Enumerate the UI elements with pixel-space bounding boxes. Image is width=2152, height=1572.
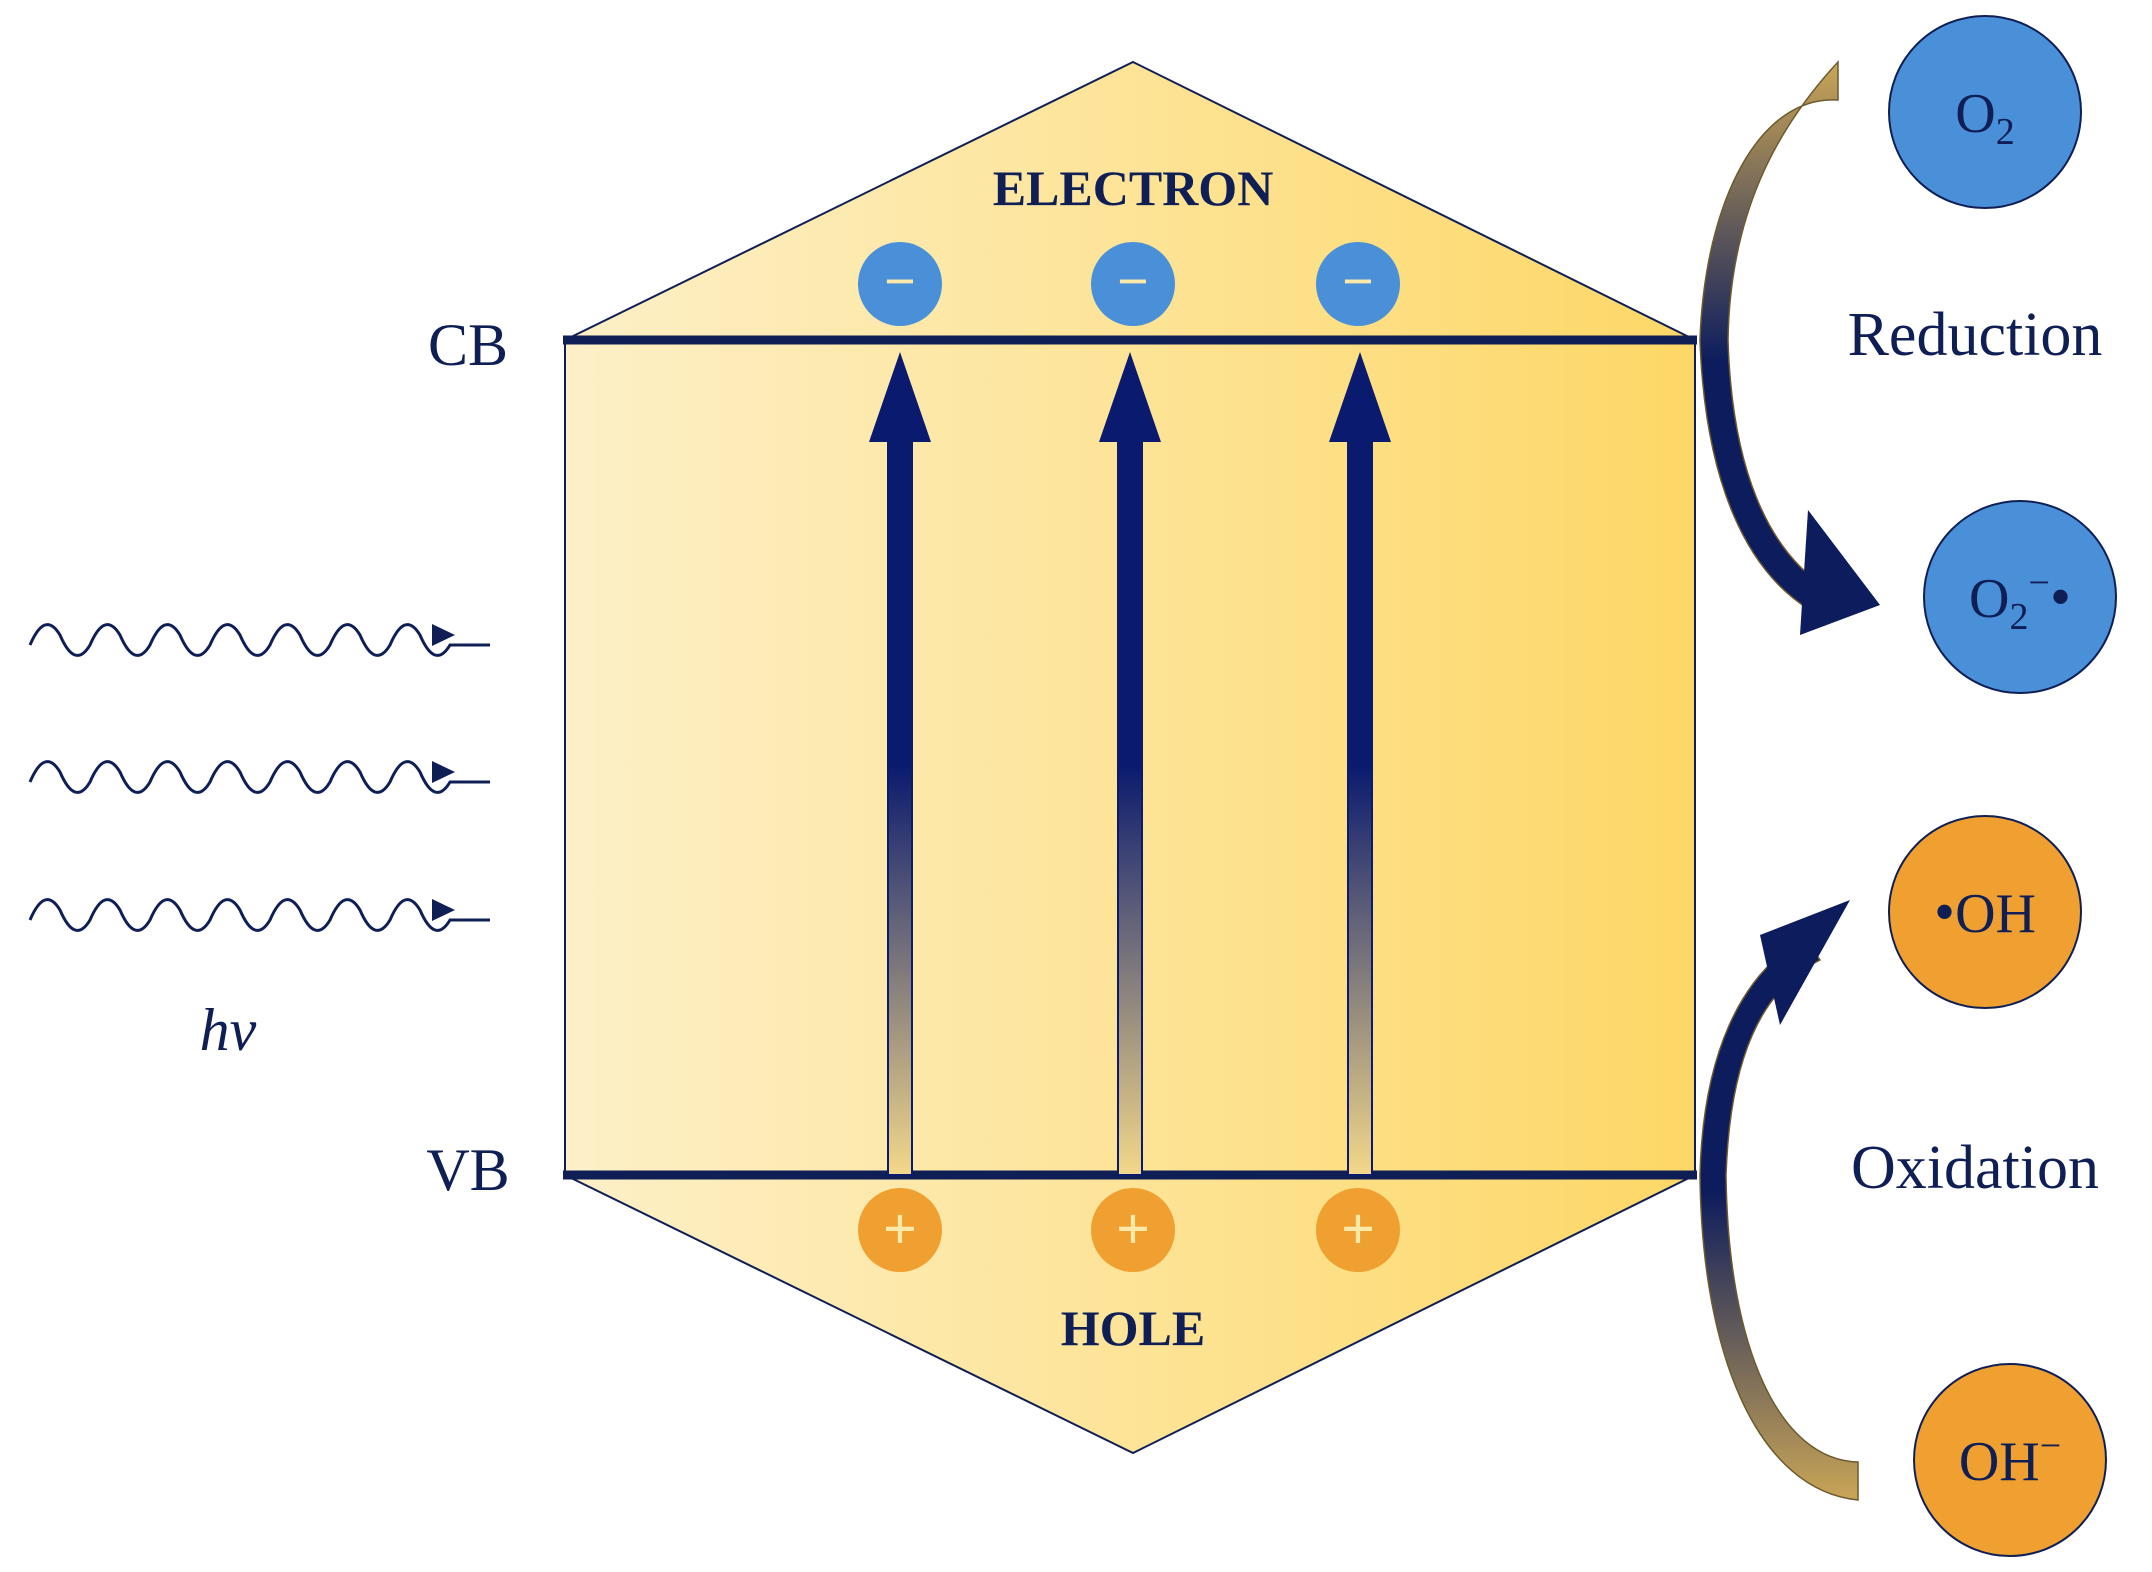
svg-text:+: + — [883, 1196, 917, 1262]
curved-arrow-icon — [1699, 900, 1859, 1501]
svg-text:−: − — [1117, 251, 1149, 313]
svg-text:OH−: OH− — [1959, 1425, 2061, 1493]
hole-label: HOLE — [1061, 1300, 1205, 1356]
wavy-light-icon — [28, 760, 490, 794]
wavy-light-icon — [28, 898, 490, 932]
wavy-light-icon — [28, 623, 490, 657]
hole-icon: + — [1091, 1188, 1175, 1272]
oxidation-label: Oxidation — [1851, 1134, 2099, 1202]
hydroxide-molecule: OH− — [1913, 1363, 2107, 1557]
electron-icon: − — [858, 242, 942, 326]
svg-text:−: − — [884, 251, 916, 313]
hv-label: hv — [200, 997, 257, 1063]
svg-text:+: + — [1116, 1196, 1150, 1262]
svg-text:•OH: •OH — [1934, 879, 2036, 945]
curved-arrow-icon — [1699, 60, 1880, 635]
svg-text:+: + — [1341, 1196, 1375, 1262]
excitation-arrow-icon — [869, 352, 931, 1176]
electron-label: ELECTRON — [993, 160, 1274, 216]
cb-label: CB — [428, 312, 508, 378]
svg-text:O2: O2 — [1955, 83, 2014, 153]
vb-label: VB — [426, 1137, 509, 1203]
excitation-arrow-icon — [1329, 352, 1391, 1176]
hydroxyl-radical-molecule: •OH — [1888, 815, 2082, 1009]
electron-icon: − — [1316, 242, 1400, 326]
electron-icon: − — [1091, 242, 1175, 326]
hole-icon: + — [1316, 1188, 1400, 1272]
svg-text:O2−•: O2−• — [1969, 562, 2071, 638]
excitation-arrow-icon — [1099, 352, 1161, 1176]
superoxide-radical-molecule: O2−• — [1923, 500, 2117, 694]
hole-icon: + — [858, 1188, 942, 1272]
reduction-label: Reduction — [1848, 301, 2103, 369]
svg-text:−: − — [1342, 251, 1374, 313]
o2-molecule: O2 — [1888, 15, 2082, 209]
